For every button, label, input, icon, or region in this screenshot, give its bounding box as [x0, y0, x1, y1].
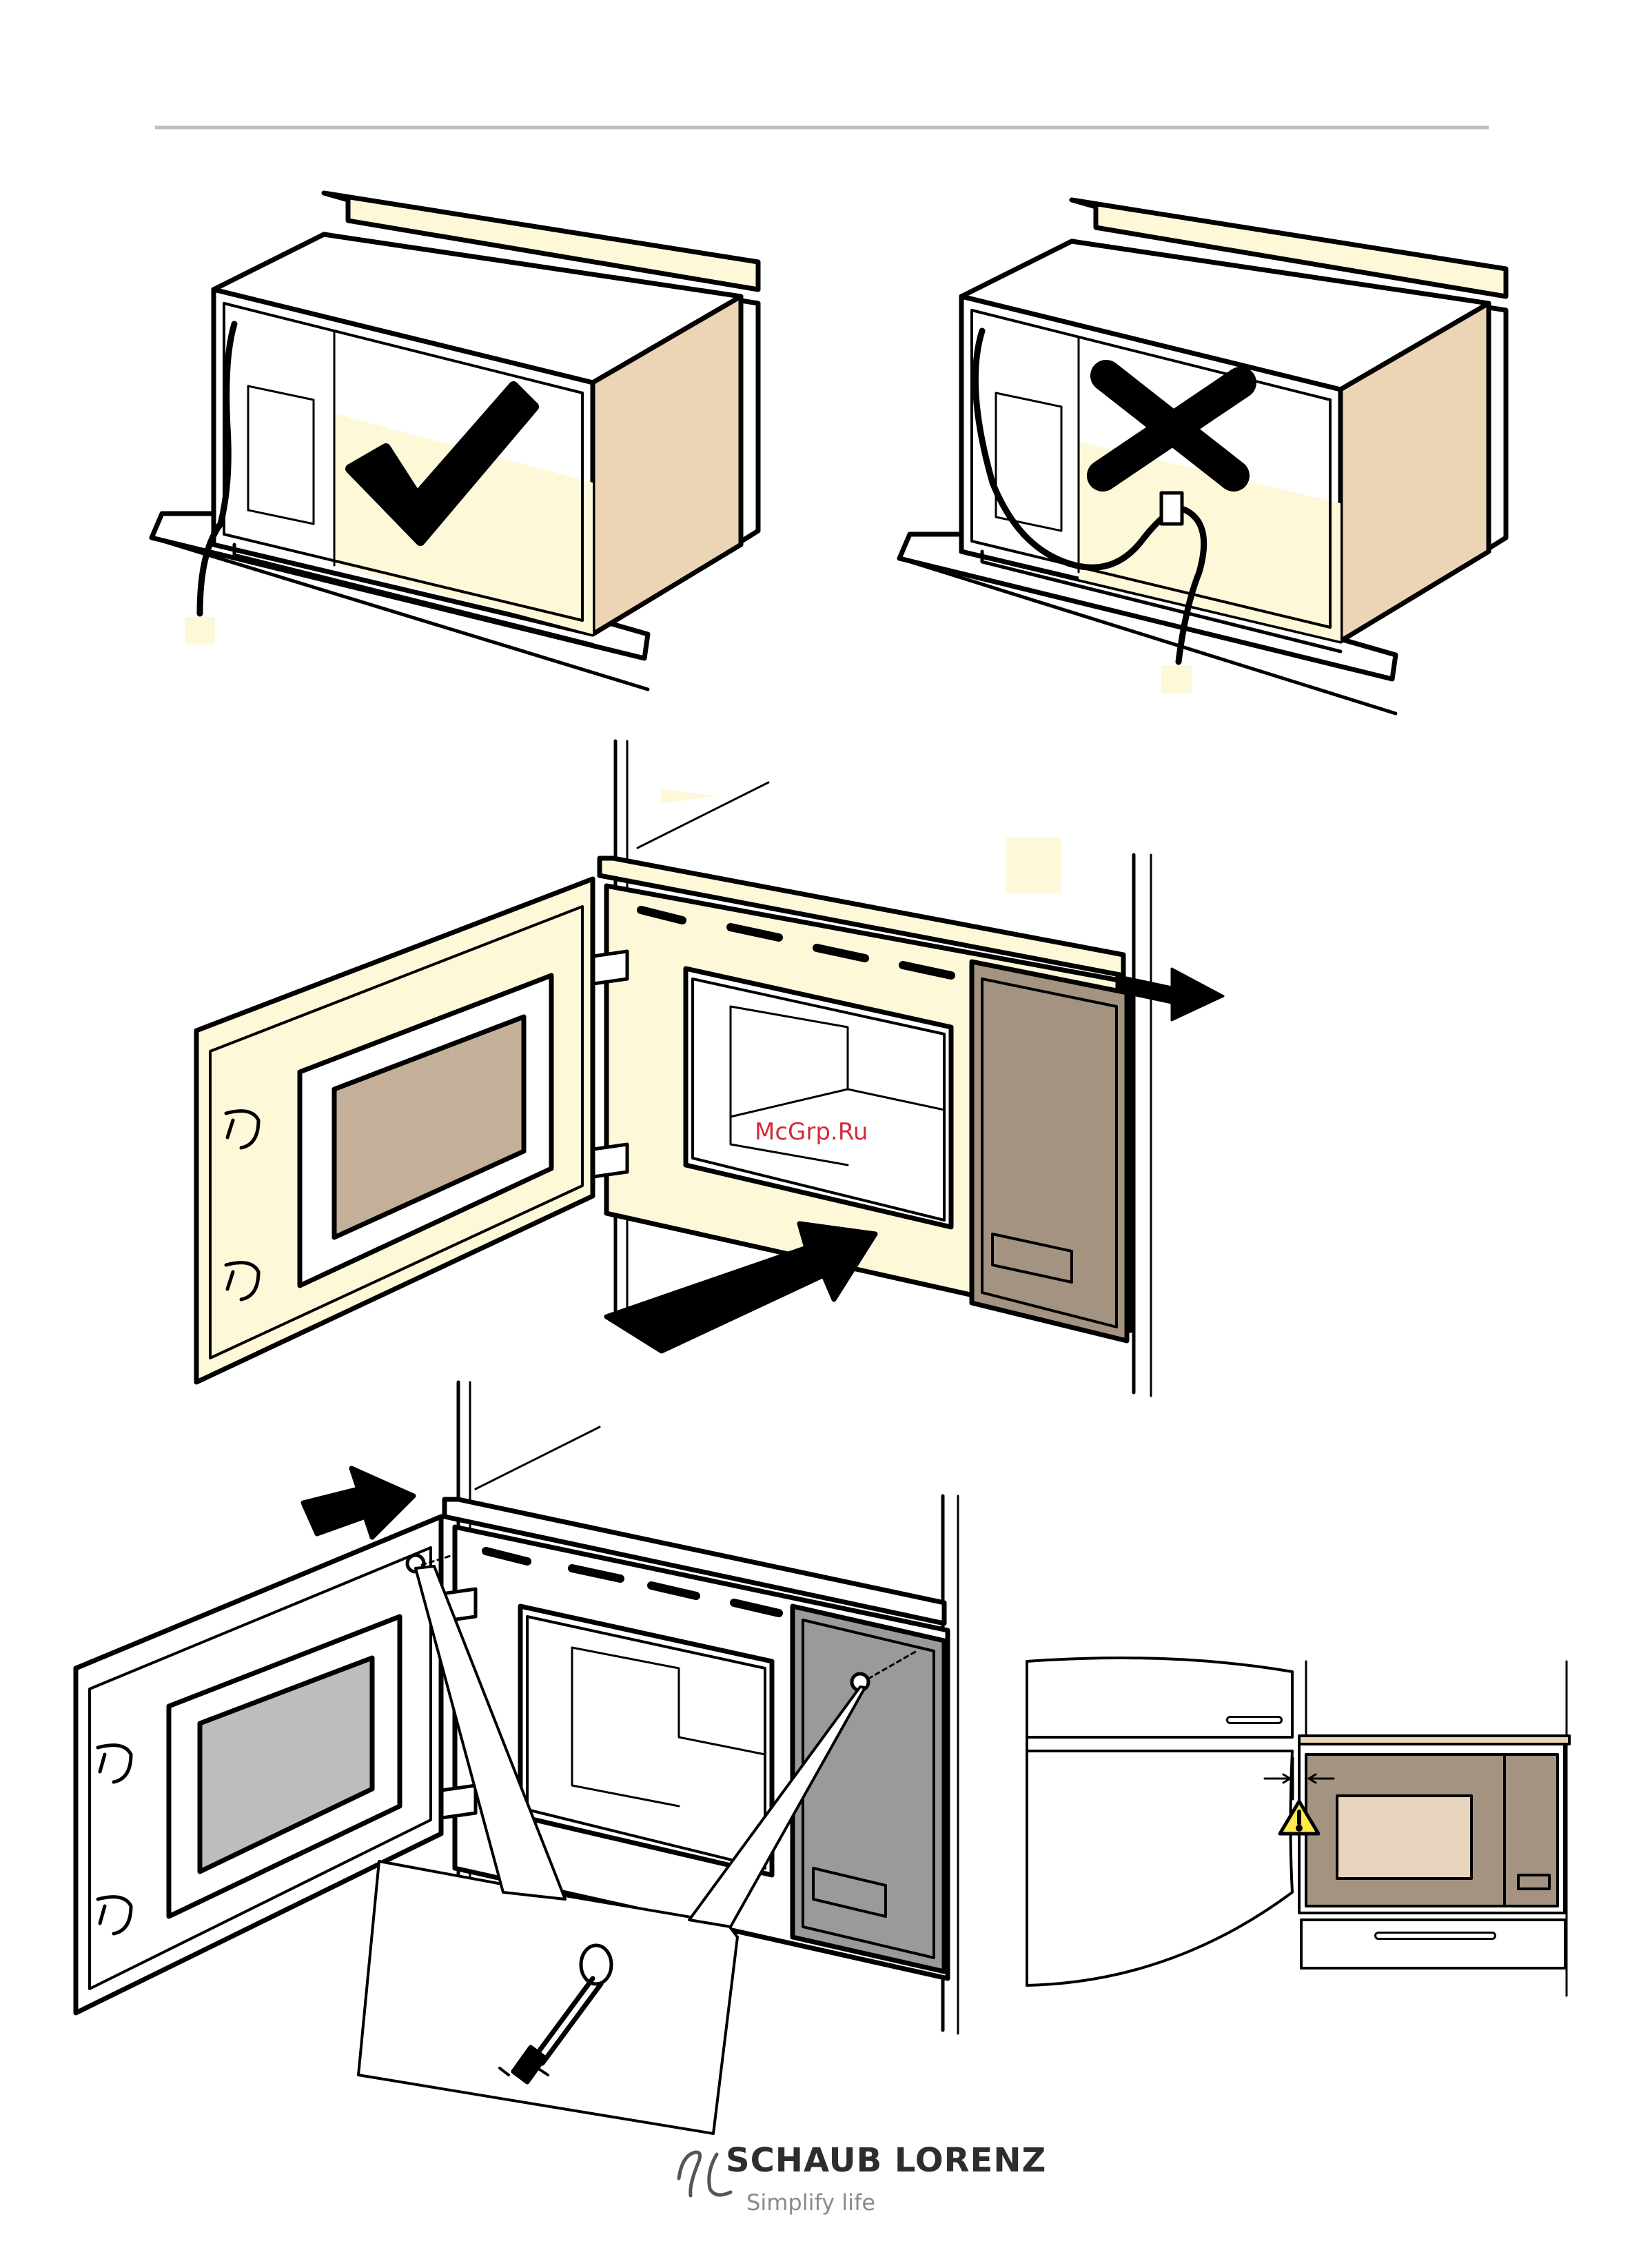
panel-gap-warning [1027, 1658, 1569, 1996]
panel-screw-fix [76, 1382, 958, 2134]
panel-slide-in [196, 741, 1223, 1396]
panel-correct-cable [152, 193, 758, 689]
brand-name: SCHAUB LORENZ [726, 2141, 1046, 2180]
watermark-text: McGrp.Ru [755, 1118, 906, 1153]
panel-wrong-cable [899, 200, 1506, 713]
brand-block: SCHAUB LORENZ Simplify life [644, 2136, 1003, 2239]
brand-tagline: Simplify life [746, 2189, 875, 2216]
